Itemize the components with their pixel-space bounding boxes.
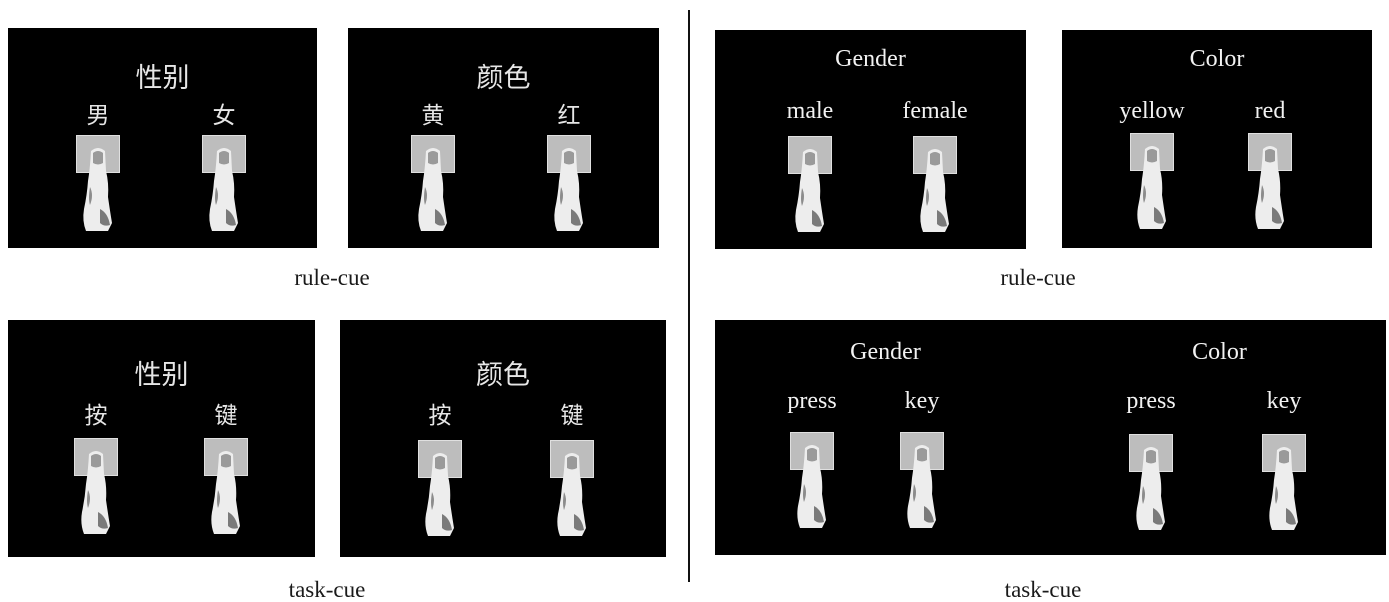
response-label-right: 键 [215,405,238,428]
panel-title: 性别 [135,362,189,389]
cue-panel-1 [8,28,317,248]
panel-title: Color [1190,47,1245,71]
response-label-left: press [787,389,836,413]
response-label-right: 键 [561,405,584,428]
response-label-left: 按 [429,405,452,428]
finger-left-icon [413,147,453,231]
cue-panel-2 [348,28,659,248]
response-label-left: 按 [85,405,108,428]
panel-title: Gender [850,340,921,364]
cue-panel-4 [340,320,666,557]
panel-title: Gender [835,47,906,71]
caption-task-cue-right: task-cue [1005,578,1082,601]
response-label-right: 红 [558,105,581,128]
response-label-right: female [902,99,967,123]
divider-line [688,10,690,582]
finger-left-icon [790,148,830,232]
panel-title: 性别 [136,65,190,92]
finger-right-icon [1250,145,1290,229]
finger-right-icon [902,444,942,528]
finger-right-icon [206,450,246,534]
caption-rule-cue-left: rule-cue [294,266,369,289]
caption-rule-cue-right: rule-cue [1000,266,1075,289]
finger-right-icon [204,147,244,231]
finger-right-icon [915,148,955,232]
response-label-left: male [787,99,834,123]
response-label-right: key [905,389,940,413]
response-label-left: yellow [1119,99,1184,123]
response-label-right: key [1267,389,1302,413]
finger-right-icon [552,452,592,536]
finger-left-icon [78,147,118,231]
panel-title: 颜色 [477,65,531,92]
response-label-right: 女 [213,105,236,128]
response-label-right: red [1255,99,1286,123]
finger-left-icon [792,444,832,528]
panel-title: 颜色 [476,362,530,389]
finger-left-icon [1131,446,1171,530]
response-label-left: 男 [87,105,110,128]
panel-title: Color [1192,340,1247,364]
finger-left-icon [420,452,460,536]
finger-left-icon [1132,145,1172,229]
caption-task-cue-left: task-cue [289,578,366,601]
finger-right-icon [1264,446,1304,530]
cue-panel-3 [8,320,315,557]
finger-right-icon [549,147,589,231]
response-label-left: 黄 [422,105,445,128]
finger-left-icon [76,450,116,534]
response-label-left: press [1126,389,1175,413]
